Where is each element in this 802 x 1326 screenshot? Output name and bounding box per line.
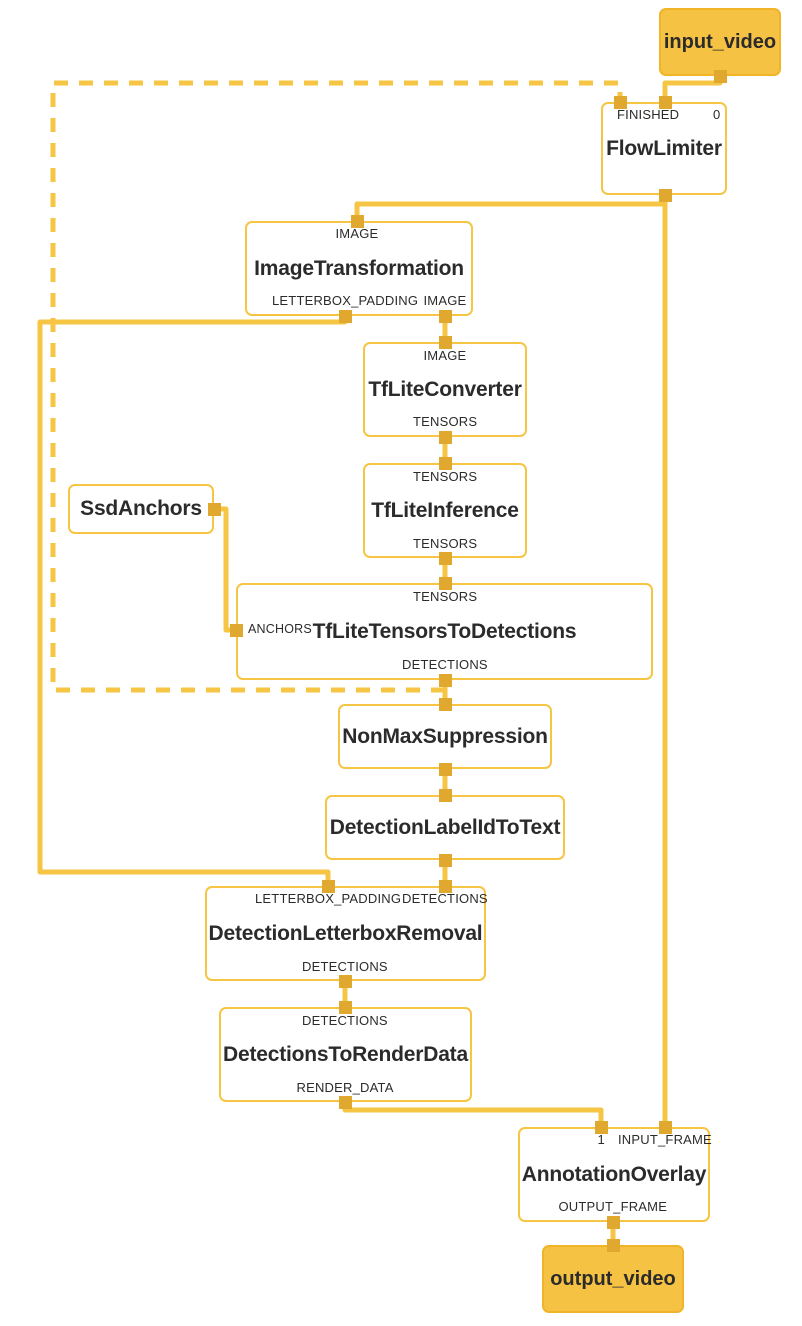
input-port-output-video[interactable] (606, 1238, 620, 1252)
port-label: RENDER_DATA (296, 1080, 394, 1095)
input-port-1[interactable] (594, 1120, 608, 1134)
edge (342, 1102, 604, 1127)
input-port-0[interactable] (658, 95, 672, 109)
calculator-node-non-max-suppression[interactable]: NonMaxSuppression (338, 704, 552, 769)
port-label: DETECTIONS (402, 891, 488, 906)
input-port-unnamed[interactable] (438, 697, 452, 711)
output-port-detections[interactable] (338, 974, 352, 988)
calculator-node-image-transformation[interactable]: ImageTransformation (245, 221, 473, 316)
calculator-node-ssd-anchors[interactable]: SsdAnchors (68, 484, 214, 534)
port-label: 1 (597, 1132, 605, 1147)
calculator-node-label: DetectionsToRenderData (223, 1042, 468, 1066)
input-port-detections[interactable] (438, 879, 452, 893)
output-port-input-video[interactable] (713, 69, 727, 83)
input-port-detections[interactable] (338, 1000, 352, 1014)
edge (214, 506, 236, 633)
output-port-detections[interactable] (438, 673, 452, 687)
port-label: DETECTIONS (302, 959, 388, 974)
output-port-tensors[interactable] (438, 430, 452, 444)
port-label: TENSORS (413, 536, 478, 551)
calculator-node-detections-to-render-data[interactable]: DetectionsToRenderData (219, 1007, 472, 1102)
calculator-node-detection-label-id-to-text[interactable]: DetectionLabelIdToText (325, 795, 565, 860)
port-label: TENSORS (413, 589, 478, 604)
port-label: DETECTIONS (402, 657, 488, 672)
input-port-anchors[interactable] (229, 623, 243, 637)
input-port-input_frame[interactable] (658, 1120, 672, 1134)
port-label: DETECTIONS (302, 1013, 388, 1028)
port-label: OUTPUT_FRAME (558, 1199, 668, 1214)
calculator-node-label: AnnotationOverlay (521, 1162, 707, 1186)
output-port-image[interactable] (438, 309, 452, 323)
output-port-letterbox_padding[interactable] (338, 309, 352, 323)
output-port-side[interactable] (207, 502, 221, 516)
port-label: INPUT_FRAME (618, 1132, 712, 1147)
calculator-node-tflite-tensors-to-detections[interactable]: TfLiteTensorsToDetections (236, 583, 653, 680)
calculator-node-label: NonMaxSuppression (342, 724, 548, 748)
port-label: IMAGE (335, 226, 379, 241)
port-label: IMAGE (423, 348, 467, 363)
output-port-render_data[interactable] (338, 1095, 352, 1109)
stream-node-input-video[interactable]: input_video (659, 8, 781, 76)
calculator-node-label: TfLiteInference (371, 498, 519, 522)
calculator-node-label: DetectionLetterboxRemoval (208, 921, 483, 945)
port-label: LETTERBOX_PADDING (255, 891, 402, 906)
calculator-node-label: TfLiteConverter (368, 377, 522, 401)
calculator-node-flow-limiter[interactable]: FlowLimiter (601, 102, 727, 195)
port-label: TENSORS (413, 469, 478, 484)
input-port-finished[interactable] (613, 95, 627, 109)
output-port-unnamed[interactable] (438, 762, 452, 776)
calculator-node-tflite-converter[interactable]: TfLiteConverter (363, 342, 527, 437)
port-label: LETTERBOX_PADDING (272, 293, 419, 308)
port-label: IMAGE (423, 293, 467, 308)
edge (662, 76, 723, 102)
port-label: FINISHED (617, 107, 680, 122)
stream-node-output-video[interactable]: output_video (542, 1245, 684, 1313)
calculator-node-label: FlowLimiter (606, 136, 722, 160)
calculator-node-label: SsdAnchors (80, 497, 202, 520)
input-port-image[interactable] (438, 335, 452, 349)
calculator-node-label: TfLiteTensorsToDetections (312, 619, 577, 643)
output-port-tensors[interactable] (438, 551, 452, 565)
input-port-image[interactable] (350, 214, 364, 228)
edge (354, 195, 668, 221)
calculator-node-label: DetectionLabelIdToText (329, 815, 561, 839)
input-port-unnamed[interactable] (438, 788, 452, 802)
port-label: TENSORS (413, 414, 478, 429)
port-label: 0 (713, 107, 721, 122)
output-port-unnamed[interactable] (438, 853, 452, 867)
output-port-output_frame[interactable] (606, 1215, 620, 1229)
stream-node-label: output_video (550, 1267, 676, 1290)
input-port-letterbox_padding[interactable] (321, 879, 335, 893)
calculator-node-label: ImageTransformation (254, 256, 464, 280)
input-port-tensors[interactable] (438, 456, 452, 470)
stream-node-label: input_video (663, 30, 777, 53)
port-label: ANCHORS (248, 622, 312, 636)
output-port-unnamed[interactable] (658, 188, 672, 202)
input-port-tensors[interactable] (438, 576, 452, 590)
calculator-node-annotation-overlay[interactable]: AnnotationOverlay (518, 1127, 710, 1222)
